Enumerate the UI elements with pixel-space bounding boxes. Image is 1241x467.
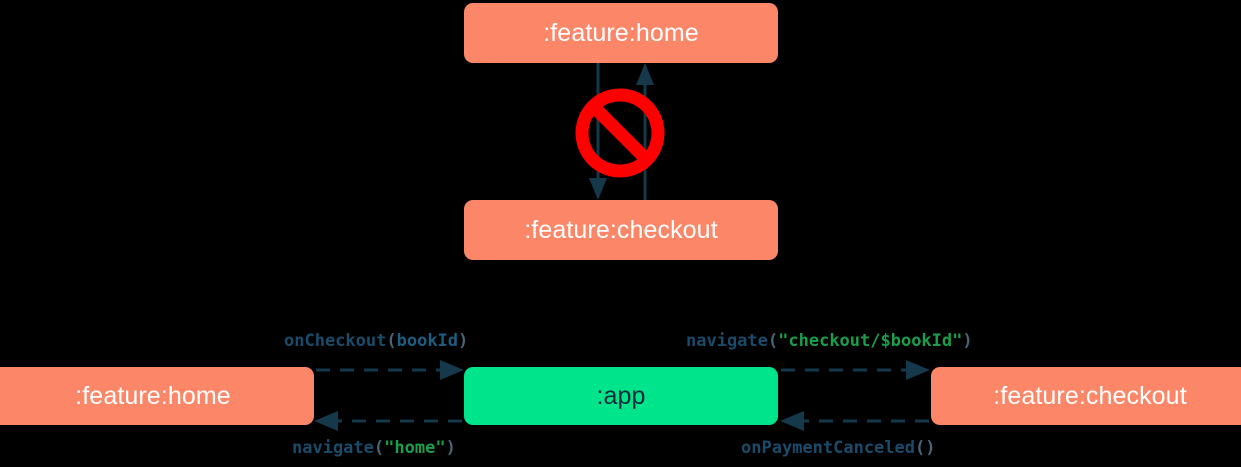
code-token-punct: () — [915, 438, 936, 458]
node-label: :feature:home — [75, 381, 231, 410]
prohibition-icon — [575, 88, 665, 178]
node-app[interactable]: :app — [464, 367, 778, 425]
code-token-punct: ( — [386, 331, 397, 351]
code-token-identifier: bookId — [396, 331, 459, 351]
edge-label-on-payment-canceled: onPaymentCanceled() — [741, 440, 935, 457]
code-token-punct: ) — [458, 331, 469, 351]
node-feature-home-top[interactable]: :feature:home — [464, 3, 778, 63]
code-token-punct: ) — [962, 331, 973, 351]
edge-checkout-to-app — [780, 411, 929, 431]
code-token-function: onCheckout — [284, 331, 387, 351]
edge-app-to-checkout — [781, 360, 930, 380]
edge-home-to-app — [316, 360, 464, 380]
code-token-string: "home" — [384, 438, 446, 458]
node-label: :app — [596, 381, 646, 410]
node-label: :feature:home — [543, 18, 699, 47]
edge-label-on-checkout: onCheckout(bookId) — [284, 333, 468, 350]
code-token-function: navigate — [686, 331, 768, 351]
code-token-punct: ) — [445, 438, 456, 458]
edge-label-navigate-home: navigate("home") — [292, 440, 456, 457]
code-token-punct: ( — [767, 331, 779, 351]
code-token-function: onPaymentCanceled — [741, 438, 915, 458]
edge-app-to-home — [314, 411, 462, 431]
code-token-string: "checkout/$bookId" — [778, 331, 963, 351]
node-feature-checkout-bottom[interactable]: :feature:checkout — [931, 367, 1241, 425]
code-token-punct: ( — [373, 438, 385, 458]
code-token-function: navigate — [292, 438, 374, 458]
node-feature-home-bottom[interactable]: :feature:home — [0, 367, 314, 425]
node-label: :feature:checkout — [524, 215, 718, 244]
node-label: :feature:checkout — [993, 381, 1187, 410]
edge-label-navigate-checkout: navigate("checkout/$bookId") — [686, 333, 973, 350]
node-feature-checkout-top[interactable]: :feature:checkout — [464, 200, 778, 260]
